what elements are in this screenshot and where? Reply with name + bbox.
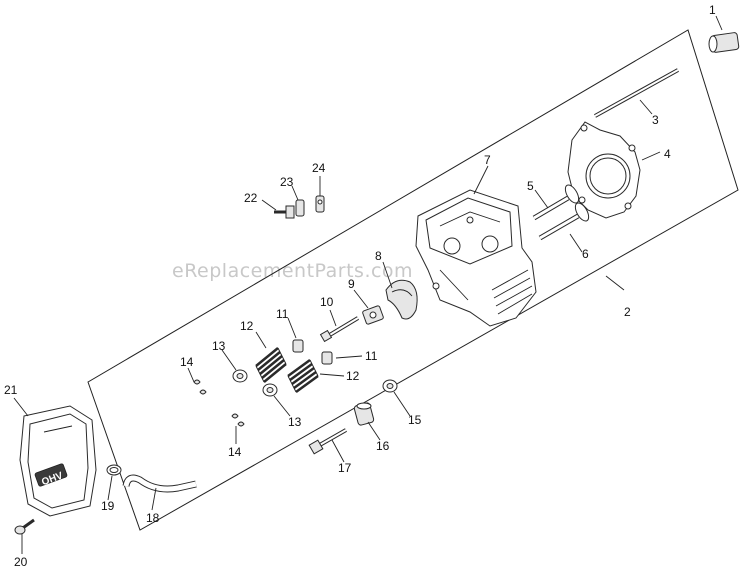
part-11-spring-retainer-lower[interactable] [321,351,333,365]
callout-9: 9 [348,277,355,291]
callout-22: 22 [244,191,258,205]
part-18-breather-hose[interactable] [122,474,197,493]
callout-13-lower: 13 [288,415,302,429]
callout-6: 6 [582,247,589,261]
part-13-spring-washer-lower[interactable] [262,383,278,397]
part-17-head-bolt[interactable] [308,428,347,455]
callout-17: 17 [338,461,352,475]
callout-2: 2 [624,305,631,319]
callout-4: 4 [664,147,671,161]
callout-11-lower: 11 [365,349,378,363]
part-6-exhaust-valve[interactable] [538,201,591,241]
callout-24: 24 [312,161,326,175]
callout-15: 15 [408,413,422,427]
callout-3: 3 [652,113,659,127]
part-10-rocker-stud[interactable] [319,316,360,343]
callout-labels: 1 2 3 4 5 6 7 8 9 10 11 11 12 12 13 13 1… [4,3,716,569]
part-15-washer[interactable] [382,379,398,393]
callout-12-lower: 12 [346,369,360,383]
callout-20: 20 [14,555,28,569]
part-16-spacer[interactable] [353,402,375,426]
part-11-spring-retainer-upper[interactable] [292,339,304,353]
callout-16: 16 [376,439,390,453]
watermark-text: eReplacementParts.com [172,260,413,282]
part-14-valve-keepers-upper[interactable] [193,379,207,395]
part-14-valve-keepers-lower[interactable] [231,413,245,427]
part-12-valve-spring-lower[interactable] [287,358,319,394]
callout-13-upper: 13 [212,339,226,353]
part-13-spring-washer-upper[interactable] [232,369,248,383]
kit-boundary-outline [87,29,739,531]
part-19-hose-clamp[interactable] [106,464,122,476]
callout-23: 23 [280,175,294,189]
part-12-valve-spring-upper[interactable] [255,347,287,383]
callout-14-upper: 14 [180,355,194,369]
callout-7: 7 [484,153,491,167]
part-5-intake-valve[interactable] [532,183,581,221]
callout-14-lower: 14 [228,445,242,459]
callout-12-upper: 12 [240,319,254,333]
part-21-valve-cover[interactable]: OHV [19,405,97,517]
callout-1: 1 [709,3,716,17]
part-22-screw[interactable] [274,205,295,219]
part-23-fitting[interactable] [295,199,305,217]
part-20-cover-screw[interactable] [14,518,35,535]
callout-10: 10 [320,295,334,309]
callout-5: 5 [527,179,534,193]
callout-21: 21 [4,383,18,397]
callout-19: 19 [101,499,115,513]
part-8-rocker-arm[interactable] [385,279,418,320]
part-9-rocker-pivot[interactable] [362,305,384,325]
callout-leader-lines [13,15,723,554]
part-1-sleeve[interactable] [708,32,740,53]
part-7-cylinder-head[interactable] [415,189,537,327]
part-3-push-rod[interactable] [594,68,679,118]
callout-8: 8 [375,249,382,263]
part-24-fitting[interactable] [315,195,325,213]
callout-18: 18 [146,511,160,525]
callout-11-upper: 11 [276,307,289,321]
part-4-head-gasket[interactable] [567,121,641,219]
